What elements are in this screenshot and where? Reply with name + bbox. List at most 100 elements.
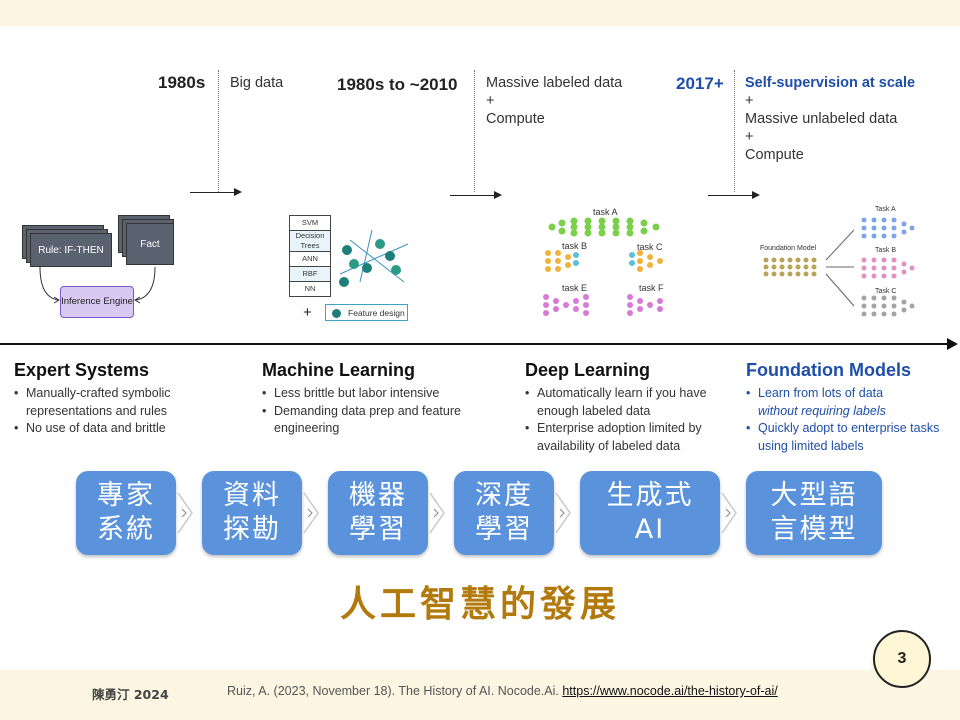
- section-machine-learning: Machine Learning Less brittle but labor …: [262, 360, 492, 438]
- era-desc-line: Compute: [486, 111, 545, 127]
- stage-line: 系統: [97, 514, 155, 545]
- rule-card: Rule: IF-THEN: [30, 233, 112, 267]
- section-title: Expert Systems: [14, 360, 150, 380]
- ml-model-stack: SVM Decision Trees ANN RBF NN: [289, 215, 331, 297]
- ml-plus: +: [303, 304, 312, 321]
- section-item: Enterprise adoption limited by availabil…: [525, 420, 725, 455]
- stage-line: AI: [634, 514, 666, 545]
- era-year-3: 2017+: [676, 74, 724, 93]
- chevron-right-icon: [429, 492, 445, 534]
- citation-link[interactable]: https://www.nocode.ai/the-history-of-ai/: [562, 684, 778, 698]
- era-year-2: 1980s to ~2010: [337, 75, 458, 94]
- era-desc-line: +: [745, 93, 754, 109]
- era-desc-line: Massive unlabeled data: [745, 111, 898, 127]
- ml-model-item: Decision Trees: [290, 231, 330, 252]
- dl-task-label: task C: [637, 242, 663, 252]
- fact-card: Fact: [126, 223, 174, 265]
- stage-large-language-model[interactable]: 大型語言模型: [746, 471, 882, 555]
- section-item: Manually-crafted symbolic representation…: [14, 385, 234, 420]
- inference-engine-box: Inference Engine: [60, 286, 134, 318]
- ml-model-item: ANN: [290, 252, 330, 267]
- stage-line: 探勘: [223, 514, 281, 545]
- dl-task-label: task E: [562, 283, 588, 293]
- fm-task-label: Task B: [875, 247, 897, 254]
- stage-deep-learning[interactable]: 深度學習: [454, 471, 554, 555]
- feature-design-label: Feature design: [348, 308, 405, 318]
- stage-line: 深度: [475, 480, 533, 511]
- stage-line: 機器: [349, 480, 407, 511]
- section-list: Automatically learn if you have enough l…: [525, 385, 725, 455]
- feature-dot-icon: [332, 309, 341, 318]
- era-desc-3: Self-supervision at scale + Massive unla…: [745, 74, 915, 164]
- ml-model-item: SVM: [290, 216, 330, 231]
- section-foundation-models: Foundation Models Learn from lots of dat…: [746, 360, 946, 455]
- footer-author: 陳勇汀 2024: [92, 687, 169, 702]
- section-deep-learning: Deep Learning Automatically learn if you…: [525, 360, 725, 455]
- stage-machine-learning[interactable]: 機器學習: [328, 471, 428, 555]
- foundation-model-icon: [763, 217, 915, 317]
- fm-task-label: Task A: [875, 206, 896, 213]
- ml-model-item: NN: [304, 284, 316, 293]
- section-item: No use of data and brittle: [14, 420, 234, 438]
- section-list: Less brittle but labor intensive Demandi…: [262, 385, 492, 438]
- timeline-arrow: [0, 338, 958, 350]
- stage-line: 學習: [475, 514, 533, 545]
- footer-citation: Ruiz, A. (2023, November 18). The Histor…: [227, 684, 778, 698]
- chevron-right-icon: [555, 492, 571, 534]
- section-item: Less brittle but labor intensive: [262, 385, 492, 403]
- stage-line: 言模型: [770, 514, 858, 545]
- section-title: Deep Learning: [525, 360, 651, 380]
- era-arrow-2: [450, 191, 502, 199]
- section-item: Quickly adopt to enterprise tasks using …: [746, 420, 946, 455]
- dl-task-label: task B: [562, 241, 588, 251]
- era-divider-1: [218, 70, 219, 192]
- stage-line: 生成式: [606, 480, 694, 511]
- fm-task-label: Task C: [875, 288, 897, 295]
- era-desc-1: Big data: [230, 74, 283, 92]
- ml-scatter-icon: [339, 229, 409, 287]
- section-list: Learn from lots of data without requirin…: [746, 385, 946, 455]
- section-title: Machine Learning: [262, 360, 416, 380]
- bottom-band: [0, 670, 960, 720]
- dl-task-label: task F: [639, 283, 664, 293]
- stage-expert-systems[interactable]: 專家系統: [76, 471, 176, 555]
- era-desc-line: Massive labeled data: [486, 75, 623, 91]
- stage-line: 大型語: [770, 480, 858, 511]
- neural-network-icons: [543, 217, 663, 316]
- citation-text: Ruiz, A. (2023, November 18). The Histor…: [227, 684, 559, 698]
- dl-task-label: task A: [593, 207, 618, 217]
- section-item: Demanding data prep and feature engineer…: [262, 403, 492, 438]
- ml-model-item: RBF: [290, 267, 330, 282]
- section-item-italic: without requiring labels: [758, 403, 886, 418]
- section-item: Learn from lots of data without requirin…: [746, 385, 946, 420]
- stage-data-mining[interactable]: 資料探勘: [202, 471, 302, 555]
- section-list: Manually-crafted symbolic representation…: [14, 385, 234, 438]
- era-desc-2: Massive labeled data + Compute: [486, 74, 622, 128]
- expert-arrows: [39, 266, 156, 304]
- era-desc-line: +: [486, 93, 495, 109]
- stage-line: 資料: [223, 480, 281, 511]
- era-divider-2: [474, 70, 475, 192]
- page-title: 人工智慧的發展: [339, 584, 620, 625]
- era-arrow-1: [190, 188, 242, 196]
- top-band: [0, 0, 960, 26]
- page-number-badge: 3: [873, 630, 931, 688]
- chevron-right-icon: [303, 492, 319, 534]
- stage-line: 學習: [349, 514, 407, 545]
- era-desc-bold: Self-supervision at scale: [745, 75, 916, 91]
- era-desc-line: Compute: [745, 147, 804, 163]
- section-item-text: Learn from lots of data: [758, 386, 884, 400]
- feature-design-box: Feature design: [325, 304, 408, 321]
- era-arrow-3: [708, 191, 760, 199]
- chevron-right-icon: [721, 492, 737, 534]
- era-desc-line: Big data: [230, 75, 284, 91]
- chevron-right-icon: [177, 492, 193, 534]
- section-item: Automatically learn if you have enough l…: [525, 385, 725, 420]
- era-desc-line: +: [745, 129, 754, 145]
- stage-line: 專家: [97, 480, 155, 511]
- fm-model-label: Foundation Model: [760, 245, 817, 252]
- era-year-1: 1980s: [158, 73, 206, 92]
- era-divider-3: [734, 70, 735, 192]
- section-title: Foundation Models: [746, 360, 911, 380]
